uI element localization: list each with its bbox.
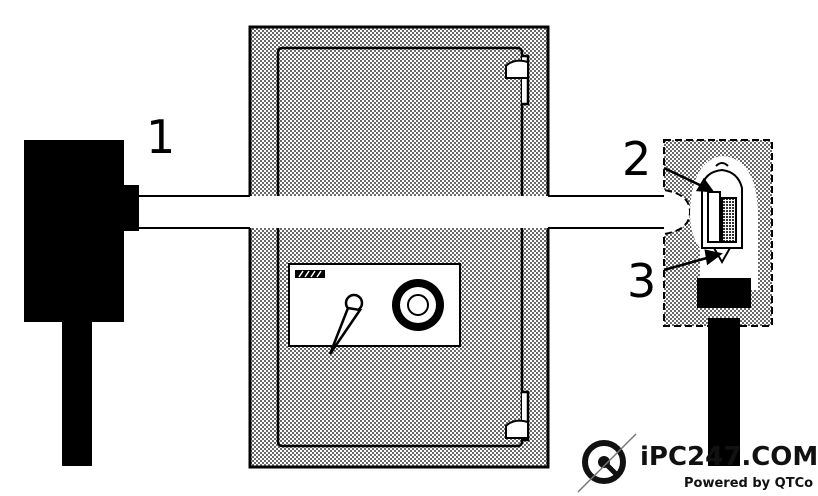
receiver-housing [663,139,773,466]
safe-door [276,46,524,448]
safe [248,25,550,469]
receiver-stand [708,318,740,466]
handle [328,293,364,355]
combination-dial [392,279,444,331]
arrow-3 [663,254,715,272]
arrow-2 [663,166,707,190]
callout-3: 3 [627,254,657,308]
receiver-base [697,278,751,308]
photocell [701,162,743,265]
callout-1: 1 [146,110,176,164]
watermark-logo: iPC247.COM Powered by QTCo [574,430,818,496]
logo-mark-icon [577,433,637,493]
light-source [24,140,139,466]
safe-beam-sensor-diagram [24,25,773,469]
watermark-brand: iPC247.COM [640,442,818,472]
leader-arrows [663,166,723,272]
light-beam [138,195,664,229]
callout-2: 2 [622,132,652,186]
nameplate [295,270,325,278]
watermark-tagline: Powered by QTCo [684,476,814,491]
